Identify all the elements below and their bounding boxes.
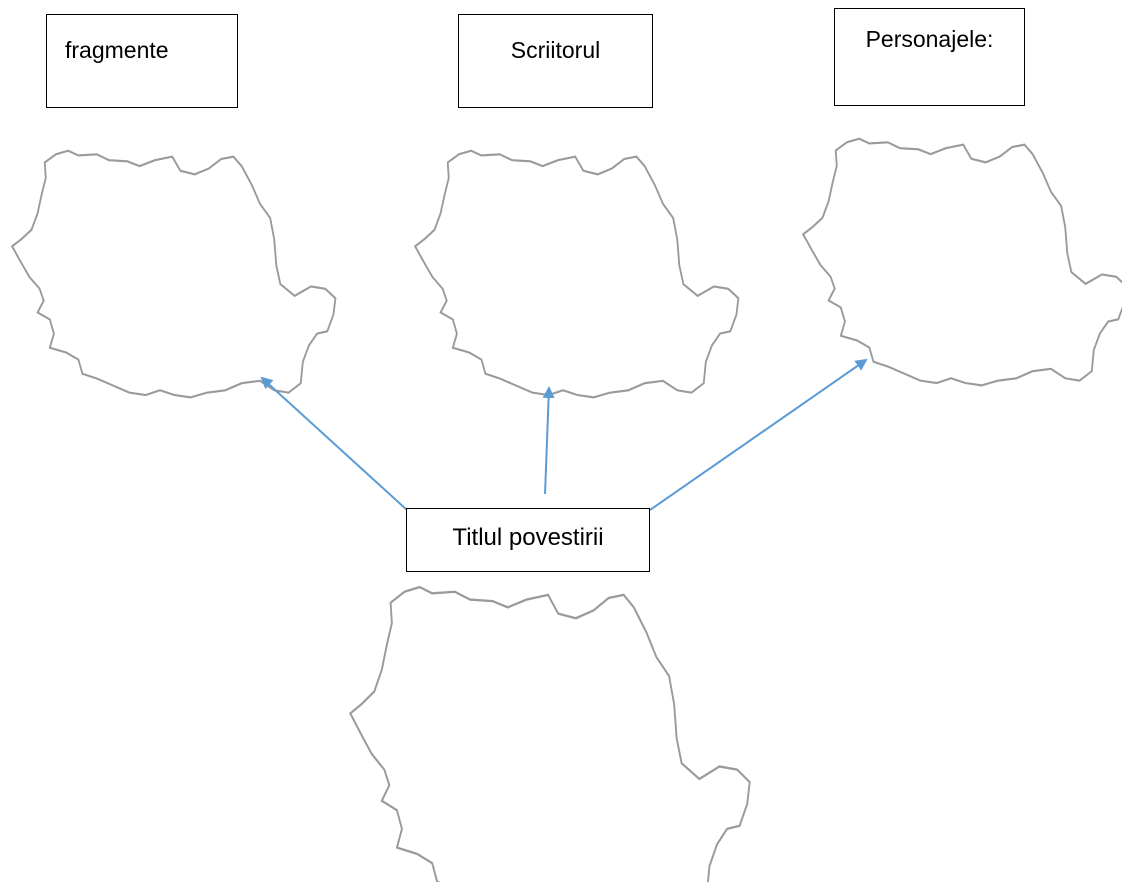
arrow-to-personajele bbox=[649, 358, 868, 511]
arrow-to-fragmente bbox=[260, 376, 408, 511]
scriitorul-label: Scriitorul bbox=[510, 37, 601, 63]
personajele-label: Personajele: bbox=[865, 26, 994, 52]
arrow-to-scriitorul bbox=[542, 386, 555, 495]
fragmente-box: fragmente bbox=[46, 14, 238, 108]
romania-map-outline-icon bbox=[802, 137, 1122, 387]
romania-map-outline-icon bbox=[11, 149, 337, 399]
titlul-povestirii-box: Titlul povestirii bbox=[406, 508, 650, 572]
titlul-povestirii-label: Titlul povestirii bbox=[452, 524, 604, 551]
scriitorul-box: Scriitorul bbox=[458, 14, 653, 108]
romania-map-outline-icon bbox=[414, 149, 740, 399]
romania-map-outline-icon bbox=[349, 585, 751, 882]
personajele-box: Personajele: bbox=[834, 8, 1025, 106]
fragmente-label: fragmente bbox=[65, 37, 169, 63]
